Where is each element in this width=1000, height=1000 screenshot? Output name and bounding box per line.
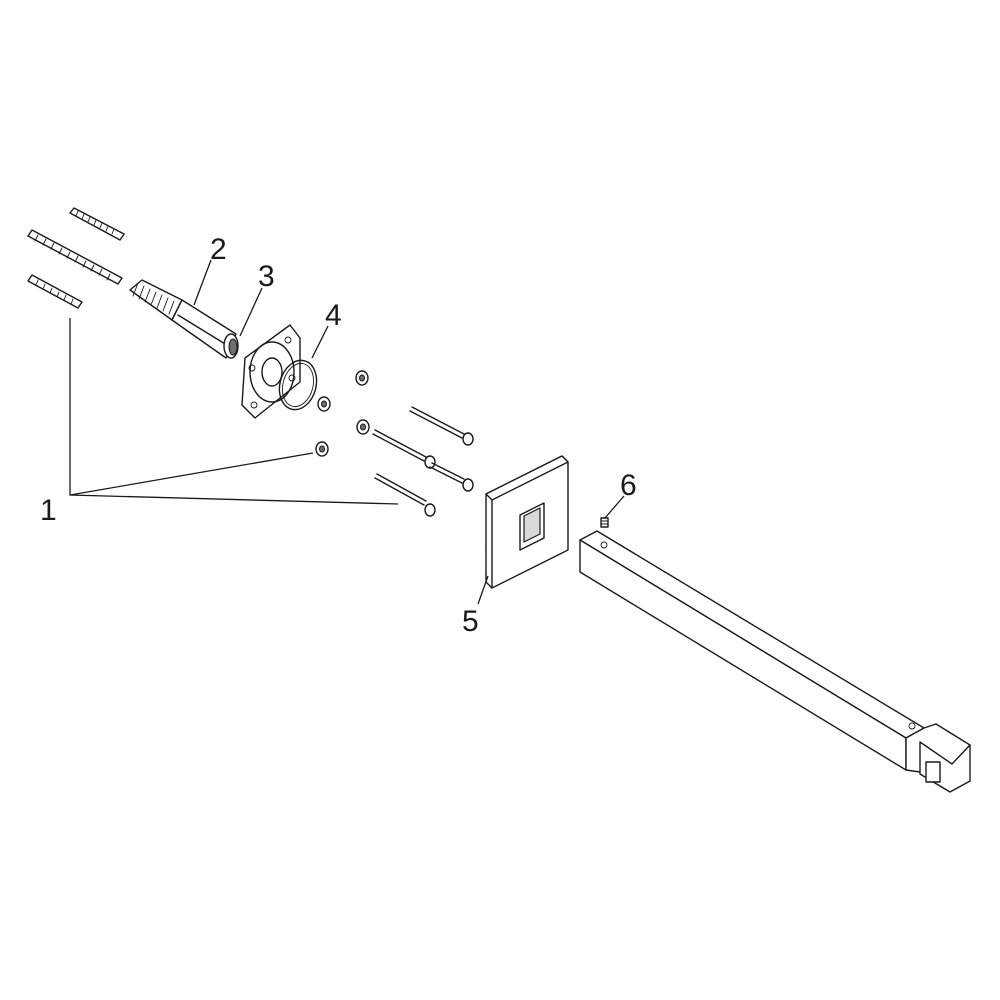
screw-4 xyxy=(374,473,436,517)
screw-1 xyxy=(409,406,474,446)
mounting-flange xyxy=(241,324,301,419)
callout-5: 5 xyxy=(462,605,479,638)
leader-lines xyxy=(69,259,625,605)
wall-plug-top xyxy=(69,207,125,241)
screw-2 xyxy=(372,429,436,469)
screw-3 xyxy=(429,462,474,492)
spout xyxy=(579,530,971,793)
callout-4: 4 xyxy=(325,299,342,332)
set-screw xyxy=(600,517,609,528)
washer xyxy=(317,396,331,412)
callout-1: 1 xyxy=(40,494,57,527)
washer xyxy=(315,441,329,457)
washer xyxy=(356,419,370,435)
o-ring xyxy=(278,359,318,411)
callout-2: 2 xyxy=(210,233,227,266)
callout-3: 3 xyxy=(258,260,275,293)
wall-plug-middle xyxy=(27,229,123,285)
washer xyxy=(355,370,369,386)
cover-plate xyxy=(485,455,569,589)
threaded-pipe xyxy=(129,279,237,359)
callout-6: 6 xyxy=(620,469,637,502)
wall-plug-bottom xyxy=(27,274,83,309)
pipe-nut xyxy=(223,333,239,359)
